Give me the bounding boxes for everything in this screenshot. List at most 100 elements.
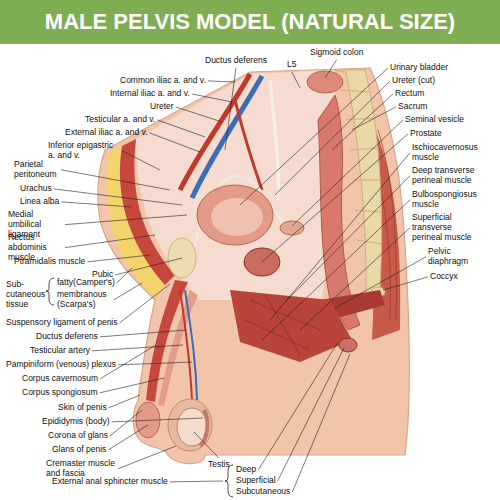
leader-line: [118, 446, 176, 469]
vertebra-lines: [340, 90, 382, 244]
leader-line: [122, 151, 160, 170]
part-label: Corpus spongiosum: [22, 388, 98, 398]
part-label: Ductus deferens: [36, 332, 98, 342]
part-label: Pampiniform (venous) plexus: [6, 360, 116, 370]
leader-line: [194, 432, 219, 458]
rectus-muscle: [120, 139, 175, 285]
leader-line: [87, 255, 150, 262]
part-label: Testicular artery: [30, 346, 90, 356]
leader-line: [112, 418, 203, 422]
leader-line: [208, 81, 235, 82]
bracket: [225, 465, 233, 497]
part-label: Subcutaneous: [236, 487, 290, 497]
part-label: Ureter: [150, 102, 174, 112]
part-label: Ptramidalis muscle: [14, 257, 85, 267]
leader-line: [352, 107, 396, 130]
leader-line: [300, 228, 410, 330]
leader-line: [61, 202, 132, 207]
part-label: Pelvic diaphragm: [428, 247, 478, 267]
part-label: Corona of glans: [48, 431, 108, 441]
part-label: Inferior epigastric a. and v.: [48, 141, 120, 161]
part-label: Sub-cutaneous tissue: [6, 280, 50, 309]
bladder: [197, 185, 273, 245]
part-label: Testicular a. and v.: [85, 115, 155, 125]
leader-line: [292, 354, 350, 492]
part-label: Ductus deferens: [205, 56, 267, 66]
leader-line: [100, 330, 186, 337]
epididymis: [200, 410, 207, 446]
leader-line: [285, 176, 410, 302]
part-label: L5: [287, 60, 296, 70]
leader-line: [100, 378, 164, 393]
part-label: Ureter (cut): [392, 76, 435, 86]
part-label: Superficial: [236, 476, 276, 486]
leader-line: [120, 284, 170, 323]
ureter-tube: [270, 80, 278, 200]
part-label: Superficial transverse perineal muscle: [412, 213, 484, 242]
corpus-spongiosum: [158, 290, 198, 406]
leader-line: [61, 170, 170, 190]
leader-line: [383, 277, 428, 290]
leader-line: [192, 94, 232, 102]
leader-line: [157, 120, 205, 137]
leader-line: [292, 72, 300, 88]
part-label: Suspensory ligament of penis: [6, 318, 118, 328]
part-label: Cremaster muscle and fascia: [46, 459, 116, 479]
leader-line: [270, 153, 410, 320]
leader-line: [109, 395, 140, 408]
part-label: Urinary bladder: [390, 63, 448, 73]
leader-line: [108, 425, 148, 450]
part-label: Deep transverse perineal muscle: [412, 166, 484, 186]
part-label: External anal sphincter muscle: [52, 477, 168, 487]
part-label: Bulbospongiosus muscle: [412, 190, 484, 210]
part-label: External iliac a. and v.: [65, 128, 148, 138]
leader-line: [332, 94, 393, 150]
part-label: Testis: [208, 460, 230, 470]
leader-line: [150, 133, 200, 152]
leader-line: [240, 68, 388, 205]
part-label: Common iliac a. and v.: [120, 76, 206, 86]
leader-line: [114, 283, 142, 300]
bracket: [46, 278, 54, 305]
leader-line: [117, 268, 132, 283]
part-label: Seminal vesicle: [405, 115, 464, 125]
testis: [177, 408, 207, 446]
vein: [185, 290, 197, 400]
title: MALE PELVIS MODEL (NATURAL SIZE): [0, 0, 500, 44]
part-label: membranous (Scarpa's): [57, 290, 112, 310]
leader-line: [65, 215, 187, 225]
leader-line: [225, 68, 236, 150]
perineal-muscles: [230, 290, 352, 362]
leader-line: [325, 60, 337, 78]
scrotum: [168, 399, 212, 451]
part-label: Skin of penis: [58, 403, 107, 413]
part-label: fatty(Camper's): [57, 278, 115, 288]
leader-line: [170, 481, 223, 483]
leader-line: [275, 81, 390, 195]
part-label: Parietal peritoneum: [14, 160, 59, 180]
leader-line: [118, 362, 192, 365]
part-label: Prostate: [410, 129, 442, 139]
leader-line: [65, 235, 155, 248]
leader-line: [262, 200, 410, 340]
part-label: Glans of penis: [52, 445, 106, 455]
part-label: Corpus cavernosum: [22, 374, 98, 384]
part-label: Urachus: [20, 184, 52, 194]
leader-line: [176, 107, 222, 122]
leader-line: [92, 345, 183, 351]
part-label: Internal iliac a. and v.: [110, 89, 190, 99]
leader-line: [115, 258, 182, 275]
part-label: Linea alba: [20, 197, 59, 207]
leader-line: [278, 348, 344, 481]
part-label: Epididymis (body): [42, 417, 110, 427]
part-label: Rectum: [395, 89, 424, 99]
sigmoid-colon: [307, 71, 343, 93]
part-label: Ischiocavernosus muscle: [412, 143, 484, 163]
part-label: Coccyx: [430, 272, 458, 282]
leader-line: [292, 120, 403, 226]
bladder-lumen: [211, 198, 263, 236]
part-label: Sigmoid colon: [310, 48, 363, 58]
muscle-fibres: [245, 295, 320, 355]
